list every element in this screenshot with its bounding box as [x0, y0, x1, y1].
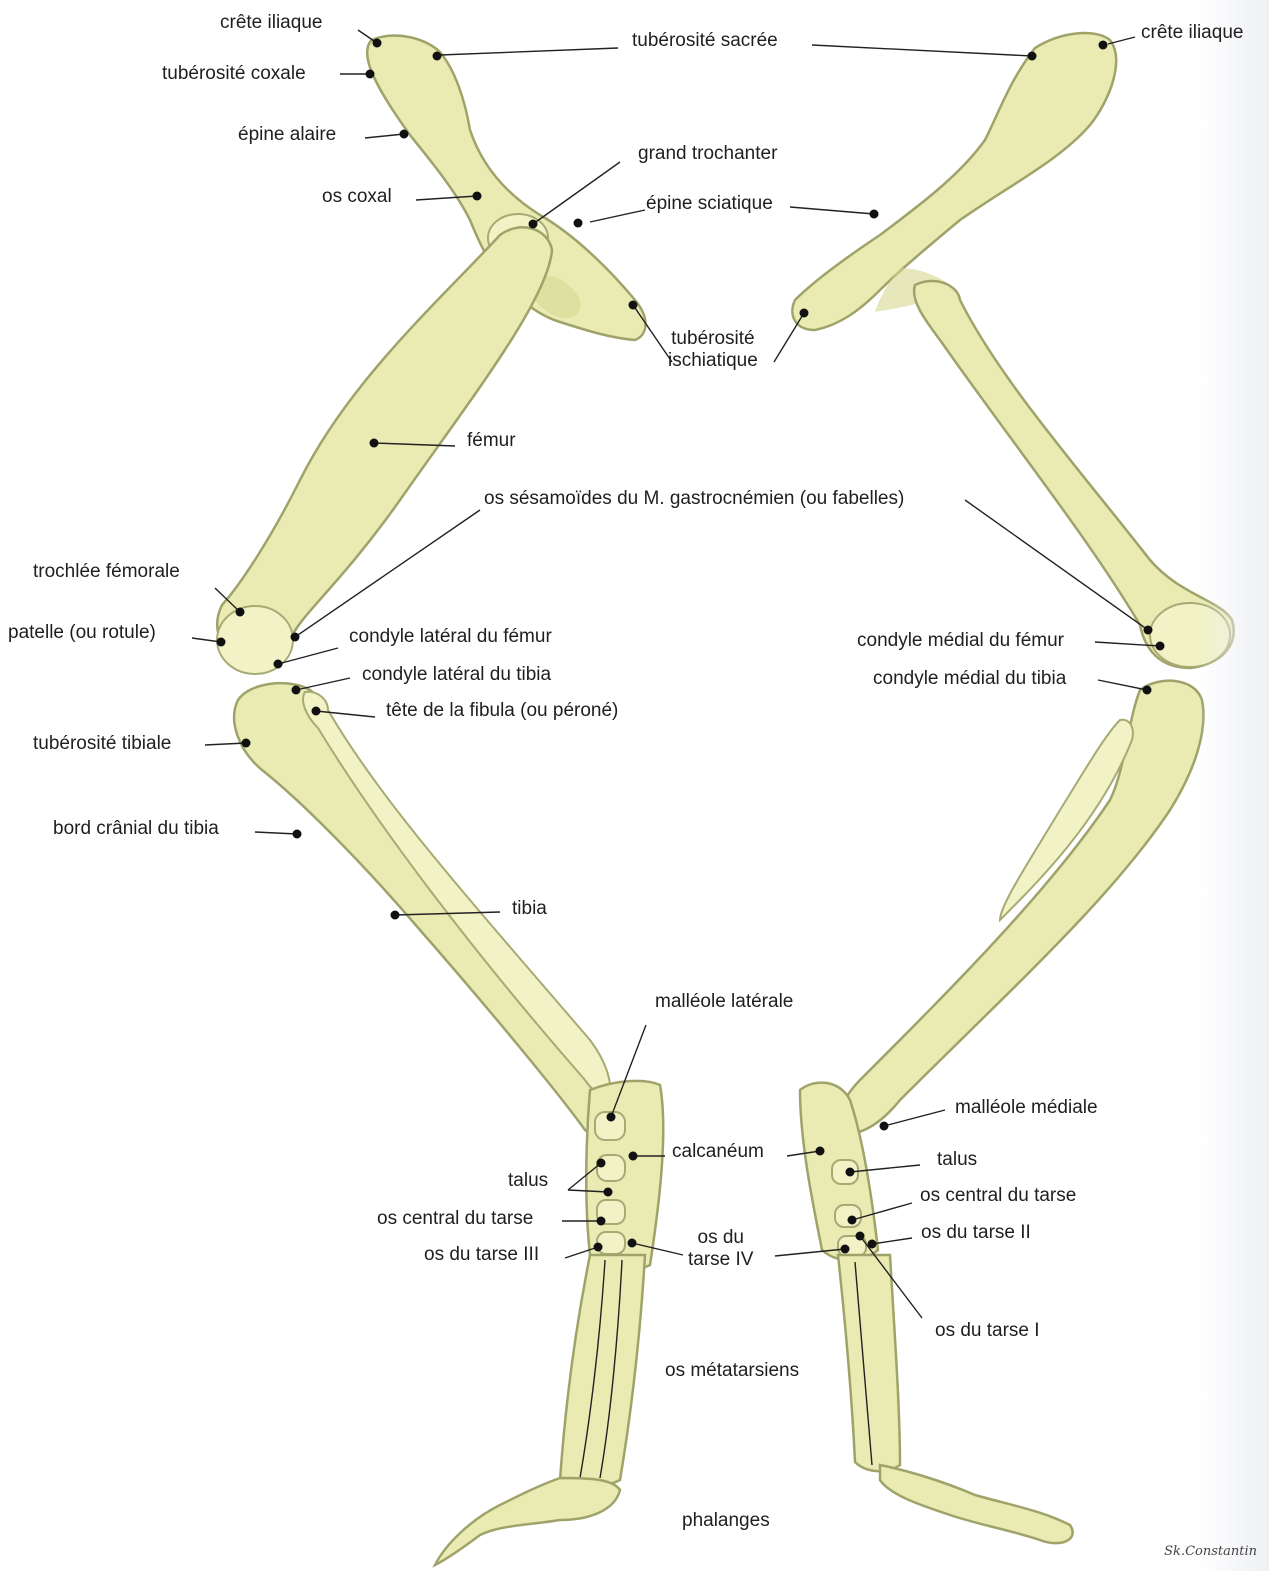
- label-os-metatarsiens: os métatarsiens: [665, 1360, 800, 1381]
- label-os-central-tarse-left: os central du tarse: [377, 1208, 534, 1229]
- label-talus-right: talus: [937, 1149, 978, 1170]
- left-os-coxal: [365, 34, 647, 342]
- label-os-coxal: os coxal: [322, 186, 392, 207]
- label-patelle: patelle (ou rotule): [8, 622, 156, 643]
- label-epine-alaire: épine alaire: [238, 124, 337, 145]
- left-limb: [216, 34, 665, 1568]
- right-phalanges: [878, 1463, 1074, 1545]
- label-talus-left: talus: [508, 1170, 549, 1191]
- label-condyle-lateral-femur: condyle latéral du fémur: [349, 626, 552, 647]
- label-calcaneum: calcanéum: [672, 1141, 764, 1162]
- label-trochlee-femorale: trochlée fémorale: [33, 561, 180, 582]
- label-os-tarse-iv: os du tarse IV: [688, 1227, 754, 1270]
- label-phalanges: phalanges: [682, 1510, 770, 1531]
- label-epine-sciatique: épine sciatique: [646, 193, 773, 214]
- label-os-central-tarse-right: os central du tarse: [920, 1185, 1077, 1206]
- label-femur: fémur: [467, 430, 516, 451]
- label-dots: [216, 38, 1165, 1254]
- label-grand-trochanter: grand trochanter: [638, 143, 778, 164]
- label-os-tarse-iii: os du tarse III: [424, 1244, 540, 1265]
- label-crete-iliaque-left: crête iliaque: [220, 12, 323, 33]
- right-os-coxal: [791, 31, 1118, 332]
- label-sesamoides: os sésamoïdes du M. gastrocnémien (ou fa…: [484, 488, 905, 509]
- label-condyle-medial-femur: condyle médial du fémur: [857, 630, 1064, 651]
- left-phalanges: [432, 1476, 622, 1568]
- label-tuberosite-tibiale: tubérosité tibiale: [33, 733, 172, 754]
- label-malleole-laterale: malléole latérale: [655, 991, 794, 1012]
- right-metatarsals: [836, 1253, 902, 1473]
- left-tibia: [232, 681, 620, 1136]
- label-os-tarse-ii: os du tarse II: [921, 1222, 1031, 1243]
- label-crete-iliaque-right: crête iliaque: [1141, 22, 1244, 43]
- left-fibula: [302, 690, 612, 1097]
- right-limb: [791, 31, 1235, 1545]
- label-condyle-medial-tibia: condyle médial du tibia: [873, 668, 1067, 689]
- page-edge-shadow: [1199, 0, 1269, 1571]
- label-os-tarse-i: os du tarse I: [935, 1320, 1040, 1341]
- label-malleole-mediale: malléole médiale: [955, 1097, 1098, 1118]
- label-tibia: tibia: [512, 898, 547, 919]
- label-bord-cranial-tibia: bord crânial du tibia: [53, 818, 219, 839]
- right-tibia: [837, 679, 1205, 1135]
- label-tuberosite-coxale: tubérosité coxale: [162, 63, 306, 84]
- right-fibula: [998, 718, 1134, 923]
- leader-lines: [191, 29, 1161, 1319]
- label-tuberosite-ischiatique: tubérosité ischiatique: [668, 328, 758, 371]
- label-condyle-lateral-tibia: condyle latéral du tibia: [362, 664, 552, 685]
- label-tete-fibula: tête de la fibula (ou péroné): [386, 700, 619, 721]
- label-tuberosite-sacree: tubérosité sacrée: [632, 30, 778, 51]
- artist-signature: Sk.Constantin: [1164, 1544, 1257, 1559]
